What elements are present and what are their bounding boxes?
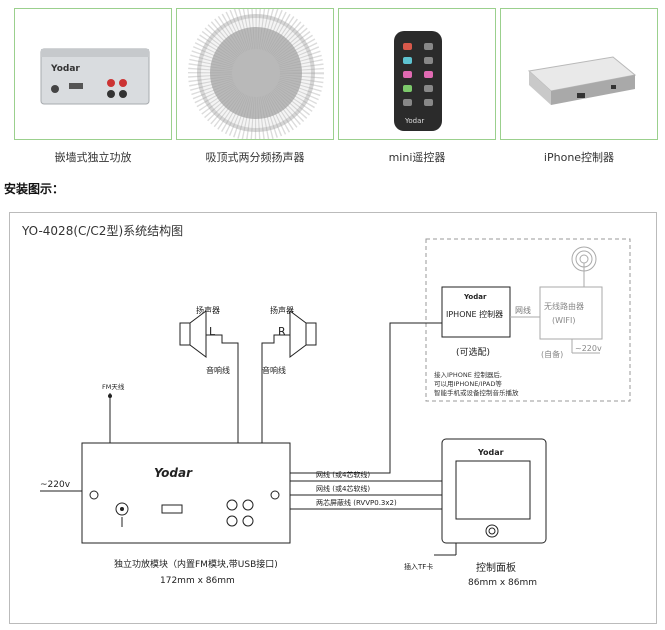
speaker-right-label: 扬声器 — [270, 305, 294, 315]
router-link-label: 网线 — [515, 305, 531, 315]
right-channel-label: R — [278, 325, 286, 338]
system-diagram-svg: YO-4028(C/C2型)系统结构图 Yodar IPHONE 控制器 (可选… — [21, 223, 631, 588]
speaker-left-label: 扬声器 — [196, 305, 220, 315]
panel-logo: Yodar — [477, 448, 504, 457]
product-photo-amplifier: Yodar — [14, 8, 172, 140]
note-line-2: 可以用IPHONE/IPAD等 — [434, 379, 502, 388]
amp-size: 172mm x 86mm — [160, 576, 235, 586]
caption-speaker: 吸顶式两分频扬声器 — [205, 151, 305, 164]
amp-screw-left-icon — [89, 490, 99, 500]
wall-amplifier-icon: Yodar — [40, 48, 150, 105]
network-line-controller — [290, 322, 442, 474]
note-line-3: 智能手机或设备控制音乐播放 — [434, 388, 519, 397]
speaker-wire-right — [261, 334, 290, 443]
speaker-wire-left — [206, 334, 239, 443]
diagram-title: YO-4028(C/C2型)系统结构图 — [21, 223, 183, 238]
panel-size: 86mm x 86mm — [468, 578, 537, 588]
self-provided-label: (自备) — [541, 349, 563, 359]
panel-screen — [455, 460, 531, 520]
amp-logo: Yodar — [154, 466, 193, 480]
remote-photo-logo: Yodar — [404, 117, 424, 125]
amp-photo-logo: Yodar — [50, 64, 80, 74]
power-in-label: ~220v — [40, 480, 71, 490]
product-photo-remote: Yodar — [338, 8, 496, 140]
note-line-1: 接入IPHONE 控制器后, — [434, 370, 502, 379]
amplifier-module — [81, 442, 291, 544]
router-box — [539, 286, 603, 340]
iphone-controller-icon — [527, 56, 637, 105]
section-title: 安装图示： — [4, 182, 65, 196]
optional-area — [425, 238, 631, 402]
panel-name: 控制面板 — [476, 561, 516, 574]
speaker-left-icon — [179, 310, 207, 358]
left-channel-label: L — [209, 325, 216, 338]
tf-card-label: 插入TF卡 — [404, 562, 433, 571]
usb-port-icon — [161, 504, 183, 514]
iphone-controller-logo: Yodar — [463, 293, 487, 301]
router-label: 无线路由器 — [544, 301, 584, 311]
speaker-right-icon — [289, 310, 317, 358]
cable-3-label: 两芯屏蔽线 (RVVP0.3x2) — [316, 498, 397, 507]
wifi-signal-icon — [579, 254, 589, 264]
router-power-label: ~220v — [575, 344, 602, 353]
optional-label: (可选配) — [456, 346, 490, 358]
fm-jack-icon — [115, 502, 129, 516]
panel-button-icon — [485, 524, 499, 538]
fm-antenna-label: FM天线 — [102, 382, 125, 391]
cable-2-label: 网线 (或4芯软线) — [316, 484, 370, 493]
product-photo-iphone-controller — [500, 8, 658, 140]
caption-remote: mini遥控器 — [388, 151, 446, 164]
router-wifi-label: (WIFI) — [552, 316, 575, 325]
speaker-wire-right-label: 音响线 — [262, 365, 286, 375]
cable-1-label: 网线 (或4芯软线) — [316, 470, 370, 479]
amp-screw-right-icon — [270, 490, 280, 500]
amp-name: 独立功放模块（内置FM模块,带USB接口) — [114, 558, 278, 570]
iphone-controller-box — [441, 286, 511, 338]
system-diagram: YO-4028(C/C2型)系统结构图 Yodar IPHONE 控制器 (可选… — [9, 212, 657, 624]
speaker-wire-left-label: 音响线 — [206, 365, 230, 375]
caption-iphone-controller: iPhone控制器 — [543, 151, 615, 164]
iphone-controller-label: IPHONE 控制器 — [446, 309, 503, 319]
mini-remote-icon: Yodar — [394, 31, 442, 131]
caption-amplifier: 嵌墙式独立功放 — [54, 151, 132, 164]
ceiling-speaker-icon — [188, 9, 324, 139]
product-photo-speaker — [176, 8, 334, 140]
rca-jacks-icon — [226, 499, 254, 527]
